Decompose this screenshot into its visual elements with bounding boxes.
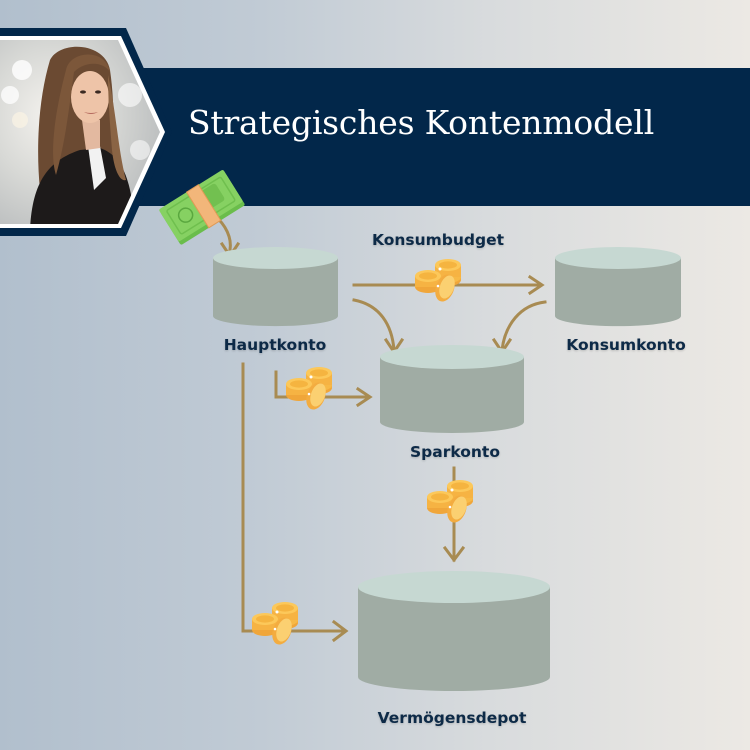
cylinder-hauptkonto [213,247,338,327]
label-konsumbudget: Konsumbudget [371,231,505,249]
coins-icon [427,480,473,526]
cylinder-sparkonto [380,345,524,433]
page-title: Strategisches Kontenmodell [188,103,655,142]
coins-icon [286,367,332,413]
coins-icon [252,602,298,648]
cylinder-konsumkonto [555,247,681,327]
cylinder-vermoegensdepot [358,571,550,691]
coins-icon [415,259,461,305]
label-hauptkonto: Hauptkonto [223,336,327,354]
money-bill-icon [159,170,245,245]
label-sparkonto: Sparkonto [410,443,500,461]
label-vermoegensdepot: Vermögensdepot [377,709,527,727]
label-konsumkonto: Konsumkonto [566,336,686,354]
